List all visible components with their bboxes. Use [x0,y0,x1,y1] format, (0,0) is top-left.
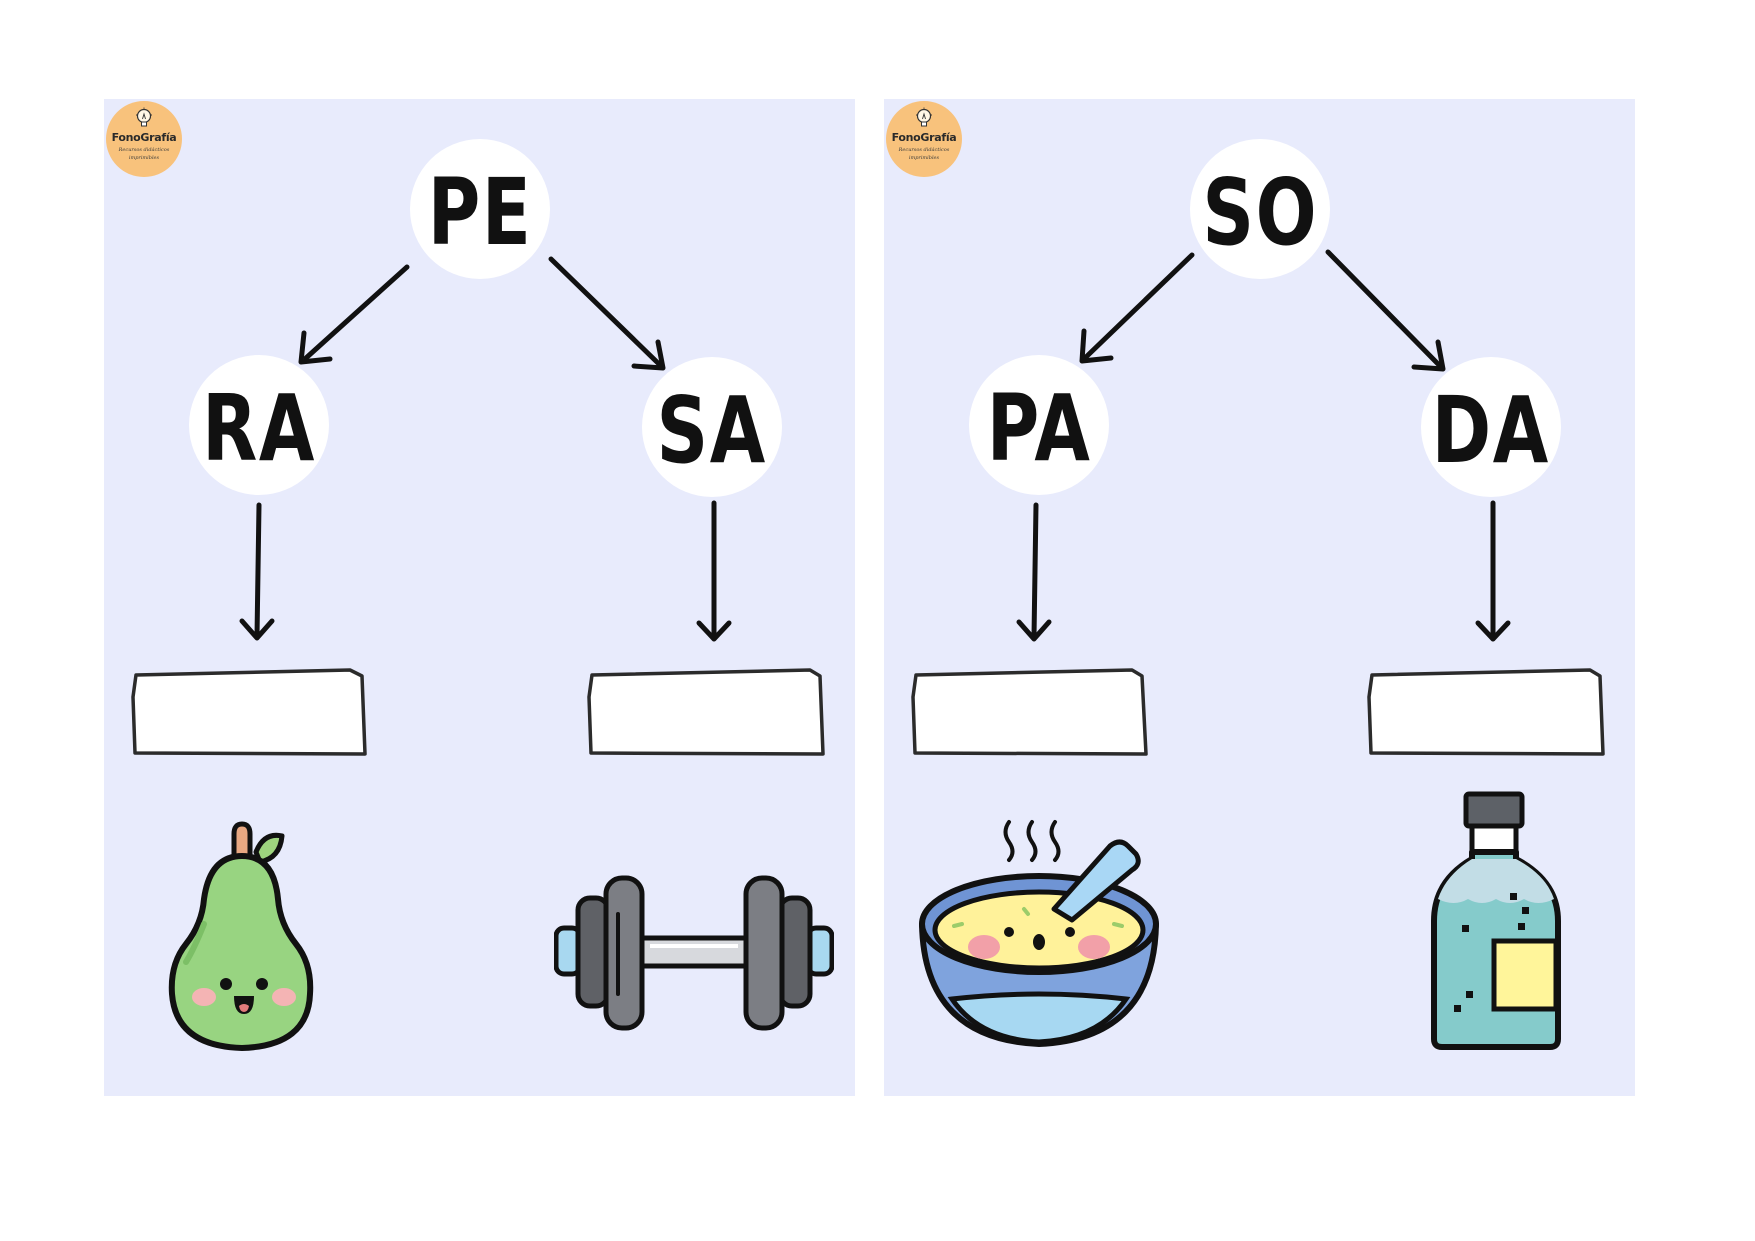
answer-box-left[interactable] [910,667,1156,759]
pear-icon [168,821,314,1051]
answer-input-right[interactable] [1376,679,1600,747]
fonografia-logo: FonoGrafía Recursos didácticos imprimibl… [886,101,962,177]
arrow-down-left-icon [298,264,410,365]
worksheet-card-2: FonoGrafía Recursos didácticos imprimibl… [884,99,1635,1096]
answer-box-left[interactable] [130,667,376,759]
branch-syllable-bubble: SA [642,357,782,497]
logo-tagline: Recursos didácticos imprimibles [118,147,170,161]
soup-bowl-icon [919,820,1159,1047]
top-syllable: PE [427,159,533,266]
branch-syllable-bubble: DA [1421,357,1561,497]
branch-syllable-left: RA [202,375,316,482]
arrow-down-icon [239,502,275,641]
answer-input-left[interactable] [140,679,364,747]
logo-tagline: Recursos didácticos imprimibles [898,147,950,161]
dumbbell-icon [554,875,834,1031]
lightbulb-icon [136,107,152,127]
top-syllable-bubble: PE [410,139,550,279]
answer-input-right[interactable] [596,679,820,747]
arrow-down-icon [1475,500,1511,642]
arrow-down-left-icon [1079,252,1195,364]
branch-syllable-bubble: RA [189,355,329,495]
arrow-down-icon [696,500,732,642]
arrow-down-right-icon [1325,249,1446,372]
branch-syllable-right: SA [656,377,768,484]
answer-box-right[interactable] [1366,667,1612,759]
answer-input-left[interactable] [920,679,1144,747]
fonografia-logo: FonoGrafía Recursos didácticos imprimibl… [106,101,182,177]
top-syllable: SO [1202,159,1318,266]
lightbulb-icon [916,107,932,127]
arrow-down-right-icon [548,256,666,371]
top-syllable-bubble: SO [1190,139,1330,279]
soda-bottle-icon [1431,791,1561,1050]
branch-syllable-left: PA [986,375,1092,482]
branch-syllable-bubble: PA [969,355,1109,495]
logo-name: FonoGrafía [111,131,177,144]
logo-name: FonoGrafía [891,131,957,144]
arrow-down-icon [1016,502,1052,642]
answer-box-right[interactable] [586,667,832,759]
worksheet-card-1: FonoGrafía Recursos didácticos imprimibl… [104,99,855,1096]
branch-syllable-right: DA [1431,377,1551,484]
